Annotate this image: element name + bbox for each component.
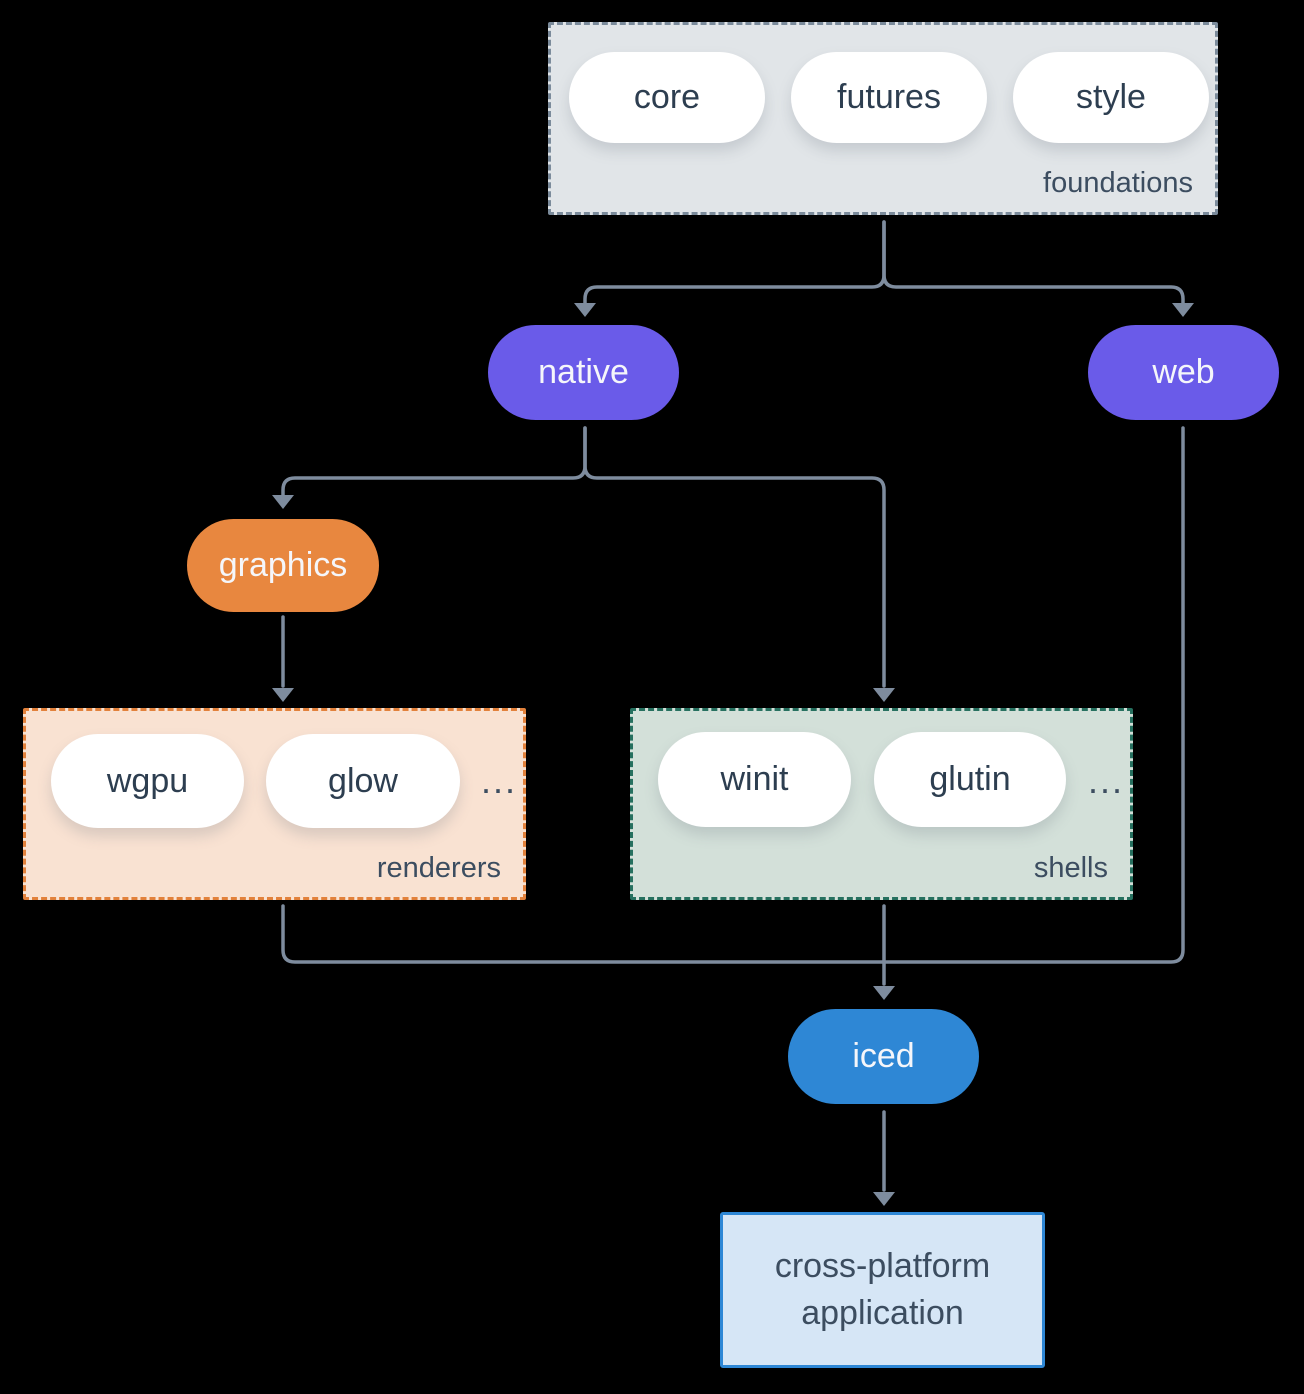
- arrowhead-iced: [873, 986, 895, 1000]
- node-graphics: graphics: [187, 519, 379, 612]
- renderers-label: renderers: [376, 852, 501, 884]
- node-core: core: [569, 52, 765, 143]
- edge-foundations-web: [882, 220, 1185, 305]
- arrowhead-application: [873, 1192, 895, 1206]
- arrowhead-graphics: [272, 495, 294, 509]
- node-web: web: [1088, 325, 1279, 420]
- edge-native-graphics: [281, 426, 587, 497]
- shells-ellipsis: ...: [1087, 760, 1124, 801]
- shells-label: shells: [1033, 852, 1108, 884]
- edge-native-shells: [583, 426, 886, 688]
- renderers-group: wgpu glow ... renderers: [23, 708, 526, 900]
- edge-foundations-native: [583, 220, 886, 305]
- arrowhead-shells: [873, 688, 895, 702]
- shells-group: winit glutin ... shells: [630, 708, 1133, 900]
- foundations-label: foundations: [1043, 167, 1193, 199]
- arrowhead-web: [1172, 303, 1194, 317]
- node-native: native: [488, 325, 679, 420]
- node-style: style: [1013, 52, 1209, 143]
- node-wgpu: wgpu: [51, 734, 244, 828]
- application-label-line1: cross-platform: [774, 1247, 991, 1285]
- arrowhead-native: [574, 303, 596, 317]
- node-cross-platform-application: cross-platform application: [720, 1212, 1045, 1368]
- renderers-ellipsis: ...: [480, 760, 517, 801]
- node-glutin: glutin: [874, 732, 1066, 827]
- node-iced: iced: [788, 1009, 979, 1104]
- node-glow: glow: [266, 734, 460, 828]
- application-label-line2: application: [801, 1294, 964, 1332]
- arrowhead-renderers: [272, 688, 294, 702]
- foundations-group: core futures style foundations: [548, 22, 1218, 215]
- node-futures: futures: [791, 52, 987, 143]
- edge-renderers-merge: [281, 904, 886, 964]
- node-winit: winit: [658, 732, 851, 827]
